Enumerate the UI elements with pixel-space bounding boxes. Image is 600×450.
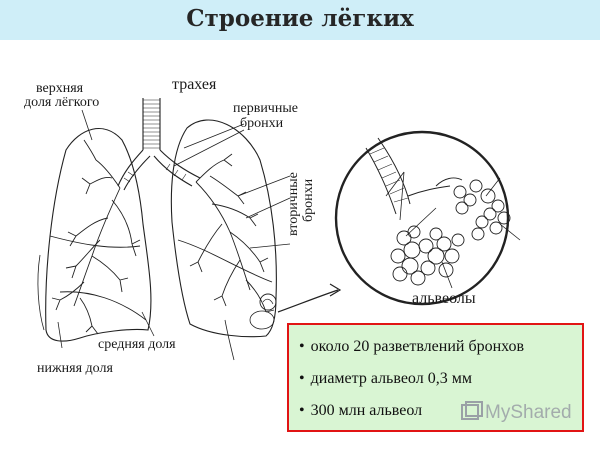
left-primary-bronchus [117, 149, 151, 191]
label-upper-lobe-line1: верхняя [36, 81, 84, 96]
right-fissure [177, 239, 273, 283]
title-bar [0, 0, 600, 40]
watermark-logo-icon [461, 401, 483, 420]
left-fissure-lower [59, 291, 147, 321]
label-secondary-bronchi-line2: бронхи [301, 178, 316, 222]
leader-upper-lobe [81, 109, 93, 141]
page-title: Строение лёгких [186, 5, 414, 32]
right-lung-outline [170, 119, 277, 338]
label-primary-bronchi-line2: бронхи [240, 116, 284, 131]
left-lung-outline [45, 128, 152, 342]
magnify-arrow [277, 289, 339, 313]
fact-item: •300 млн альвеол [299, 402, 423, 419]
watermark-text: MyShared [485, 402, 572, 423]
right-primary-bronchus [153, 149, 201, 187]
facts-box: •около 20 разветвлений бронхов •диаметр … [287, 323, 584, 432]
leader-secondary-1 [237, 175, 291, 197]
label-secondary-bronchi-line1: вторичные [286, 172, 301, 236]
fact-item: •диаметр альвеол 0,3 мм [299, 370, 472, 387]
leader-secondary-3 [249, 243, 291, 249]
label-upper-lobe-line2: доля лёгкого [24, 95, 100, 110]
label-lower-lobe: нижняя доля [37, 361, 113, 376]
leader-secondary-2 [245, 197, 291, 219]
leader-lower-lobe [57, 321, 63, 349]
label-trachea: трахея [172, 76, 217, 93]
alveoli-magnifier [334, 130, 510, 306]
label-primary-bronchi-line1: первичные [233, 101, 298, 116]
leader-primary-1 [183, 123, 245, 149]
leader-middle-lobe [141, 311, 155, 337]
label-alveoli: альвеолы [412, 290, 476, 307]
label-middle-lobe: средняя доля [98, 337, 176, 352]
leader-primary-2 [173, 129, 245, 167]
fact-item: •около 20 разветвлений бронхов [299, 338, 525, 355]
